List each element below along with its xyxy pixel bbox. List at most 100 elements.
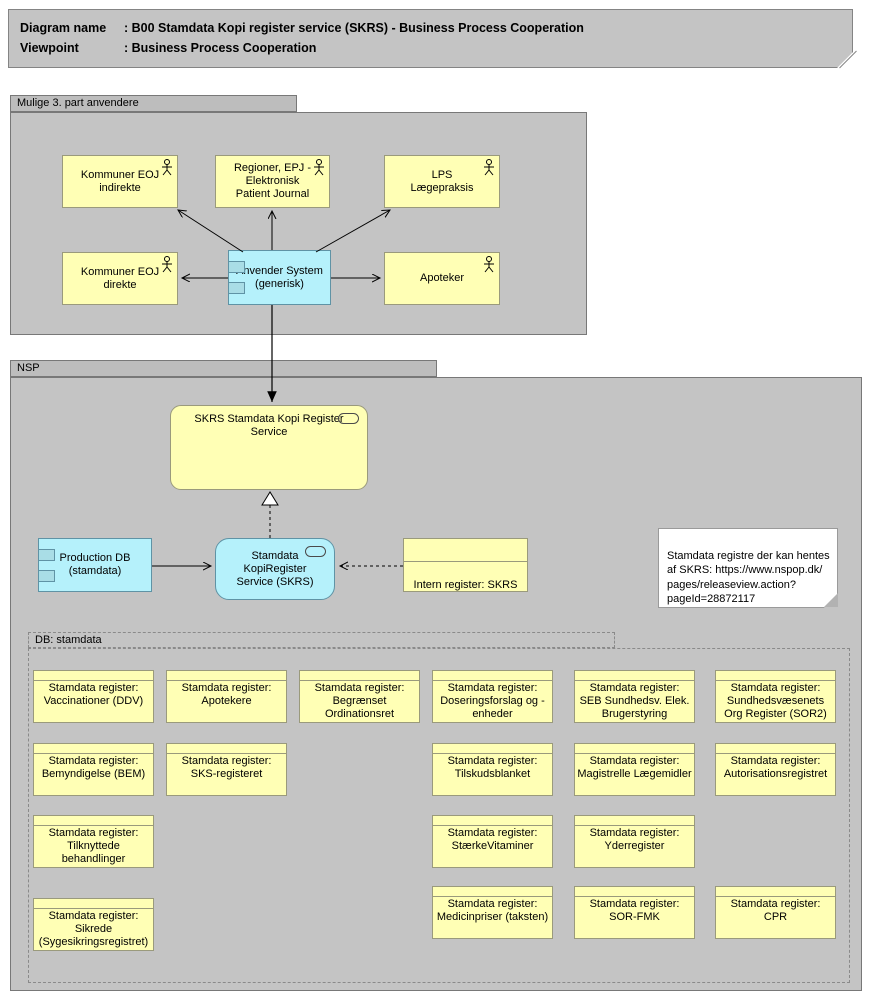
register-prefix: Stamdata register: (447, 755, 538, 767)
register-name: Apotekere (201, 695, 252, 707)
component-icon (39, 570, 55, 582)
register-sor2: Stamdata register: Sundhedsvæsenets Org … (715, 670, 836, 723)
register-prefix: Stamdata register: (48, 910, 139, 922)
component-production-db: Production DB (stamdata) (38, 538, 152, 592)
object-top-band (716, 671, 835, 681)
register-prefix: Stamdata register: (447, 827, 538, 839)
register-prefix: Stamdata register: (314, 682, 405, 694)
register-begraenset-ordinationsret: Stamdata register: Begrænset Ordinations… (299, 670, 420, 723)
object-top-band (433, 887, 552, 897)
group-label: Mulige 3. part anvendere (17, 97, 139, 109)
actor-icon (484, 159, 494, 176)
register-seb-brugerstyring: Stamdata register: SEB Sundhedsv. Elek. … (574, 670, 695, 723)
register-sikrede-sygesikringsregistret: Stamdata register: Sikrede (Sygesikrings… (33, 898, 154, 951)
register-yderregister: Stamdata register: Yderregister (574, 815, 695, 868)
object-top-band (433, 744, 552, 754)
register-name: Tilskudsblanket (454, 768, 531, 780)
register-prefix: Stamdata register: (447, 898, 538, 910)
actor-icon (314, 159, 324, 176)
actor-kommuner-eoj-indirekte: Kommuner EOJ indirekte (62, 155, 178, 208)
title-row-diagram-name: Diagram name : B00 Stamdata Kopi registe… (20, 18, 852, 38)
register-prefix: Stamdata register: (48, 827, 139, 839)
group-tab-db-stamdata: DB: stamdata (28, 632, 615, 648)
object-top-band (575, 671, 694, 681)
actor-label: Kommuner EOJ indirekte (80, 168, 160, 194)
service-label: SKRS Stamdata Kopi Register Service (194, 413, 344, 438)
actor-apoteker: Apoteker (384, 252, 500, 305)
register-vaccinationer-ddv: Stamdata register: Vaccinationer (DDV) (33, 670, 154, 723)
object-top-band (433, 816, 552, 826)
component-icon (229, 261, 245, 273)
register-prefix: Stamdata register: (181, 682, 272, 694)
title-label: Diagram name (20, 21, 107, 35)
actor-icon (162, 159, 172, 176)
register-name: Yderregister (604, 840, 665, 852)
actor-icon (484, 256, 494, 273)
object-top-band (167, 671, 286, 681)
register-sor-fmk: Stamdata register: SOR-FMK (574, 886, 695, 939)
register-prefix: Stamdata register: (589, 682, 680, 694)
note-skrs-registers-link: Stamdata registre der kan hentes af SKRS… (658, 528, 838, 608)
component-label: Anvender System (generisk) (236, 264, 323, 290)
register-name: Bemyndigelse (BEM) (41, 768, 146, 780)
register-staerkevitaminer: Stamdata register: StærkeVitaminer (432, 815, 553, 868)
component-label: Production DB (stamdata) (59, 552, 131, 577)
register-name: Autorisationsregistret (723, 768, 828, 780)
group-label: DB: stamdata (35, 634, 102, 646)
viewpoint-label: Viewpoint (20, 41, 79, 55)
service-icon (338, 413, 359, 424)
register-name: Tilknyttede behandlinger (61, 840, 126, 865)
register-medicinpriser-taksten: Stamdata register: Medicinpriser (takste… (432, 886, 553, 939)
register-prefix: Stamdata register: (730, 755, 821, 767)
component-icon (39, 549, 55, 561)
actor-kommuner-eoj-direkte: Kommuner EOJ direkte (62, 252, 178, 305)
register-autorisationsregistret: Stamdata register: Autorisationsregistre… (715, 743, 836, 796)
group-tab-nsp: NSP (10, 360, 437, 377)
register-name: Vaccinationer (DDV) (43, 695, 144, 707)
register-prefix: Stamdata register: (447, 682, 538, 694)
register-name: Sundhedsvæsenets Org Register (SOR2) (724, 695, 827, 720)
register-prefix: Stamdata register: (589, 827, 680, 839)
component-anvender-system: Anvender System (generisk) (228, 250, 331, 305)
register-prefix: Stamdata register: (181, 755, 272, 767)
register-name: Medicinpriser (taksten) (436, 911, 549, 923)
component-icon (229, 282, 245, 294)
actor-label: Regioner, EPJ - Elektronisk Patient Jour… (233, 162, 312, 200)
register-prefix: Stamdata register: (589, 755, 680, 767)
object-top-band (575, 816, 694, 826)
actor-icon (162, 256, 172, 273)
note-text: Stamdata registre der kan hentes af SKRS… (667, 549, 830, 605)
object-top-band (300, 671, 419, 681)
object-top-band (433, 671, 552, 681)
register-tilknyttede-behandlinger: Stamdata register: Tilknyttede behandlin… (33, 815, 154, 868)
object-top-band (404, 552, 527, 562)
actor-lps-laegepraksis: LPS Lægepraksis (384, 155, 500, 208)
register-cpr: Stamdata register: CPR (715, 886, 836, 939)
object-top-band (167, 744, 286, 754)
service-skrs-stamdata-kopi-register: SKRS Stamdata Kopi Register Service (170, 405, 368, 490)
object-top-band (34, 744, 153, 754)
register-tilskudsblanket: Stamdata register: Tilskudsblanket (432, 743, 553, 796)
register-name: StærkeVitaminer (451, 840, 534, 852)
register-name: Begrænset Ordinationsret (324, 695, 395, 720)
register-sks-registeret: Stamdata register: SKS-registeret (166, 743, 287, 796)
object-top-band (575, 744, 694, 754)
register-prefix: Stamdata register: (48, 755, 139, 767)
object-top-band (34, 816, 153, 826)
group-tab-external-users: Mulige 3. part anvendere (10, 95, 297, 112)
register-prefix: Stamdata register: (589, 898, 680, 910)
service-label: Stamdata KopiRegister Service (SKRS) (236, 549, 314, 588)
service-stamdata-kopiregister-skrs: Stamdata KopiRegister Service (SKRS) (215, 538, 335, 600)
title-row-viewpoint: Viewpoint : Business Process Cooperation (20, 38, 852, 58)
register-name: SEB Sundhedsv. Elek. Brugerstyring (579, 695, 690, 720)
register-name: Doseringsforslag og -enheder (440, 695, 545, 720)
actor-regioner-epj: Regioner, EPJ - Elektronisk Patient Jour… (215, 155, 330, 208)
service-icon (305, 546, 326, 557)
actor-label: Kommuner EOJ direkte (80, 265, 160, 291)
title-value: : B00 Stamdata Kopi register service (SK… (124, 21, 584, 35)
register-magistrelle-laegemidler: Stamdata register: Magistrelle Lægemidle… (574, 743, 695, 796)
group-body-db-stamdata (28, 648, 850, 983)
actor-label: LPS Lægepraksis (410, 168, 474, 194)
register-name: CPR (763, 911, 788, 923)
